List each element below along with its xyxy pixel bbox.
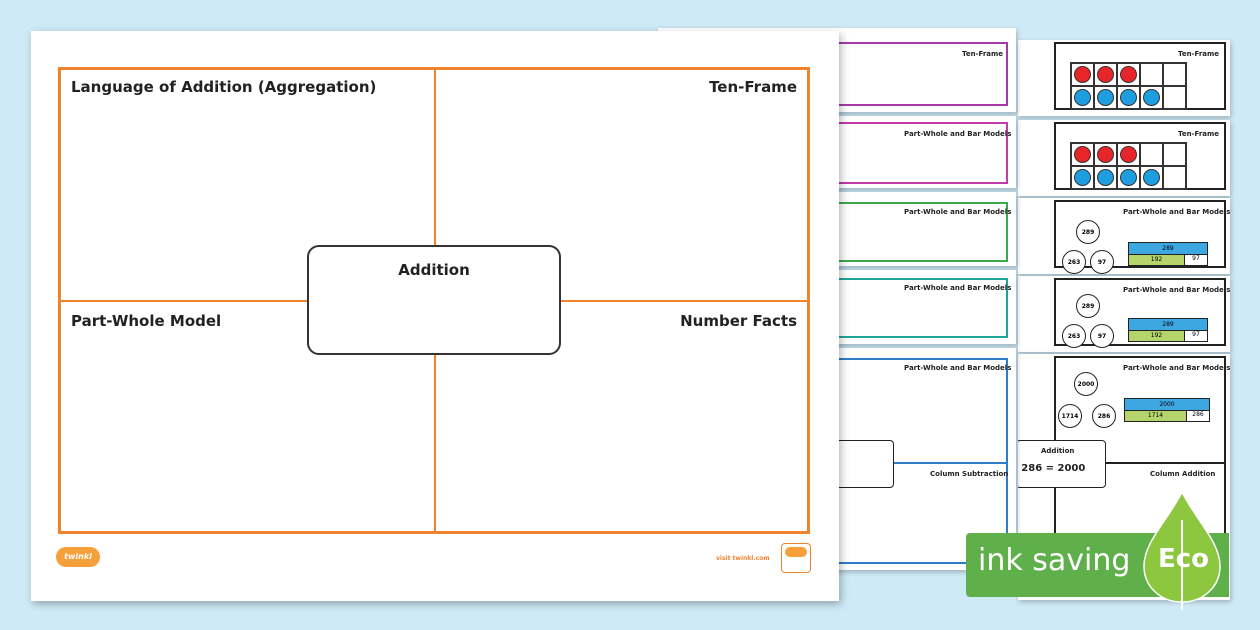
bar-part: 192 [1129, 255, 1185, 265]
part-circle: 97 [1090, 324, 1114, 348]
bg-sheet-partwhole-1: Part-Whole and Bar Models 289 263 97 289… [1018, 198, 1230, 274]
quadrant-title-language: Language of Addition (Aggregation) [71, 78, 377, 96]
bg-sheet-partwhole-2: Part-Whole and Bar Models 289 263 97 289… [1018, 276, 1230, 352]
sheet-label: Ten-Frame [1178, 130, 1220, 138]
quadrant-title-ten-frame: Ten-Frame [709, 78, 797, 96]
footer-url: visit twinkl.com [716, 555, 770, 562]
whole-circle: 2000 [1074, 372, 1098, 396]
bar-part: 192 [1129, 331, 1185, 341]
equation: 4 + 286 = 2000 [1018, 463, 1086, 474]
part-circle: 263 [1062, 250, 1086, 274]
leaf-icon [1143, 490, 1221, 610]
twinkl-logo: twinkl [56, 547, 100, 567]
sheet-label: Part-Whole and Bar Models [1123, 286, 1230, 294]
ten-frame [1070, 142, 1187, 190]
sheet-border [1054, 278, 1226, 346]
part-circle: 1714 [1058, 404, 1082, 428]
bar-part: 286 [1187, 411, 1209, 421]
ink-saving-text: ink saving [978, 543, 1131, 578]
center-topic-title: Addition [398, 261, 470, 279]
part-circle: 97 [1090, 250, 1114, 274]
column-addition-label: Column Addition [1150, 470, 1216, 478]
bar-part: 1714 [1125, 411, 1187, 421]
bg-sheet-tenframe-2: Ten-Frame [1018, 120, 1230, 196]
bar-whole: 289 [1129, 319, 1207, 331]
ten-frame [1070, 62, 1187, 110]
quadrant-title-part-whole: Part-Whole Model [71, 312, 222, 330]
sheet-label: Ten-Frame [1178, 50, 1220, 58]
addition-box: Addition 4 + 286 = 2000 [1018, 440, 1106, 488]
sheet-label: Part-Whole and Bar Models [904, 364, 1012, 372]
bg-sheet-tenframe-1: Ten-Frame [1018, 40, 1230, 116]
divider [834, 462, 1008, 464]
whole-circle: 289 [1076, 294, 1100, 318]
sheet-label: Part-Whole and Bar Models [1123, 364, 1230, 372]
part-circle: 286 [1092, 404, 1116, 428]
sheet-label: Part-Whole and Bar Models [904, 130, 1012, 138]
part-circle: 263 [1062, 324, 1086, 348]
sheet-label: Ten-Frame [962, 50, 1004, 58]
sheet-label: Part-Whole and Bar Models [904, 284, 1012, 292]
column-subtraction-label: Column Subtraction [930, 470, 1009, 478]
bar-whole: 2000 [1125, 399, 1209, 411]
bar-whole: 289 [1129, 243, 1207, 255]
addition-label: Addition [1041, 447, 1075, 455]
whole-circle: 289 [1076, 220, 1100, 244]
quadrant-title-number-facts: Number Facts [680, 312, 797, 330]
eco-label: Eco [1158, 544, 1210, 574]
quality-badge-icon [781, 543, 811, 573]
main-sheet: Language of Addition (Aggregation) Ten-F… [31, 31, 839, 601]
bar-part: 97 [1185, 331, 1207, 341]
sheet-border [1054, 200, 1226, 268]
bar-part: 97 [1185, 255, 1207, 265]
sheet-label: Part-Whole and Bar Models [1123, 208, 1230, 216]
divider [1054, 462, 1226, 464]
sheet-label: Part-Whole and Bar Models [904, 208, 1012, 216]
center-topic-box: Addition [307, 245, 561, 355]
